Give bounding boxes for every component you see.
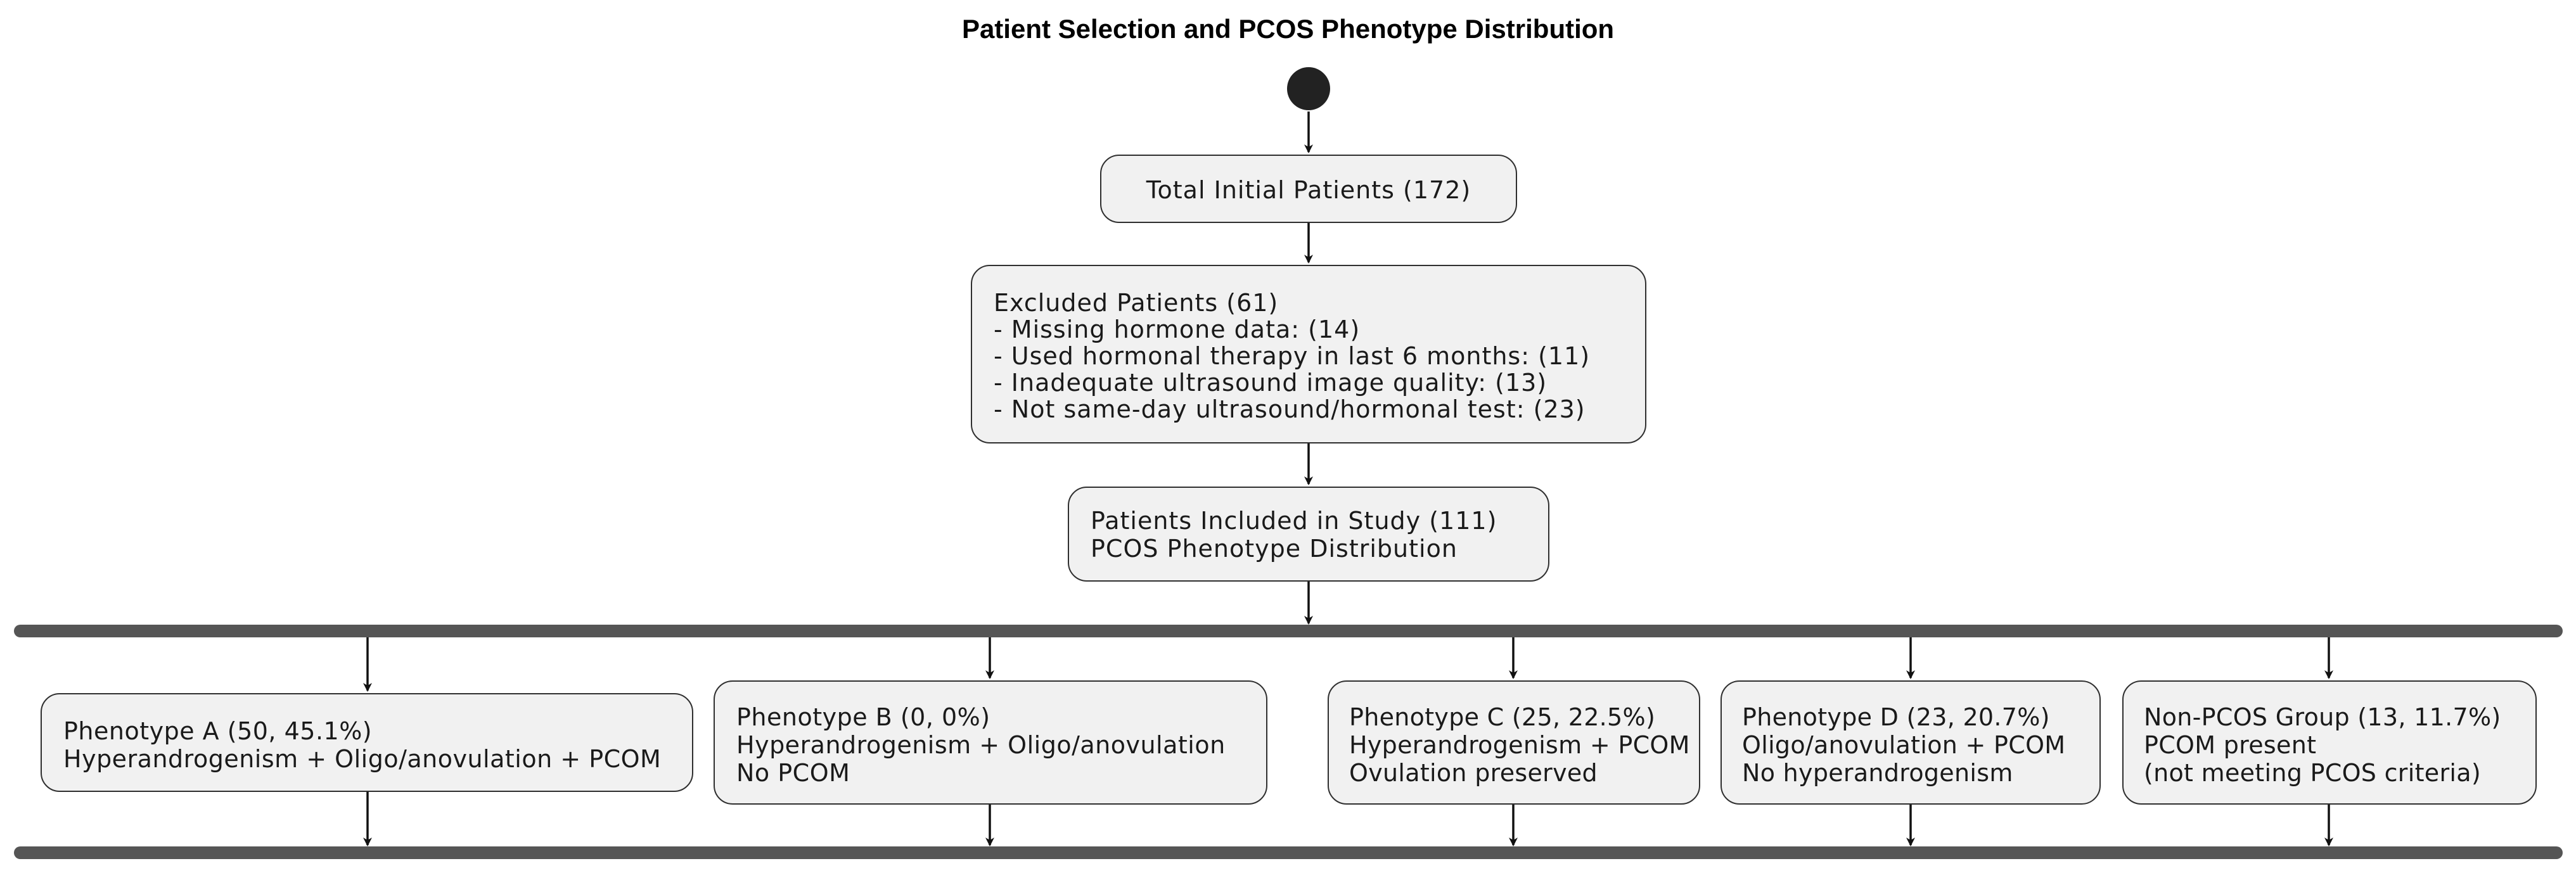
node-phenotype-b-line-2: Hyperandrogenism + Oligo/anovulation [736,731,1226,759]
node-excluded-line-5: - Not same-day ultrasound/hormonal test:… [994,395,1586,423]
node-phenotype-b: Phenotype B (0, 0%) Hyperandrogenism + O… [714,680,1267,805]
diagram-title: Patient Selection and PCOS Phenotype Dis… [961,14,1615,44]
node-non-pcos-line-2: PCOM present [2144,731,2317,759]
node-excluded-line-2: - Missing hormone data: (14) [994,316,1361,343]
fork-bar [14,625,2563,637]
node-excluded-line-1: Excluded Patients (61) [994,289,1279,317]
node-non-pcos-group: Non-PCOS Group (13, 11.7%) PCOM present … [2122,680,2537,805]
node-total-initial-patients: Total Initial Patients (172) [1100,155,1517,223]
node-phenotype-c-line-3: Ovulation preserved [1349,759,1598,787]
node-phenotype-b-line-1: Phenotype B (0, 0%) [736,703,990,731]
node-phenotype-a-line-1: Phenotype A (50, 45.1%) [63,717,373,745]
node-excluded-patients: Excluded Patients (61) - Missing hormone… [971,265,1646,443]
node-phenotype-a: Phenotype A (50, 45.1%) Hyperandrogenism… [41,693,693,792]
node-phenotype-b-line-3: No PCOM [736,759,850,787]
node-phenotype-c: Phenotype C (25, 22.5%) Hyperandrogenism… [1328,680,1700,805]
node-non-pcos-line-1: Non-PCOS Group (13, 11.7%) [2144,703,2501,731]
node-excluded-line-4: - Inadequate ultrasound image quality: (… [994,369,1548,397]
start-node [1287,67,1330,110]
node-phenotype-c-line-1: Phenotype C (25, 22.5%) [1349,703,1656,731]
node-included-line-2: PCOS Phenotype Distribution [1091,535,1458,563]
node-patients-included: Patients Included in Study (111) PCOS Ph… [1068,487,1549,582]
node-phenotype-d-line-3: No hyperandrogenism [1742,759,2013,787]
node-included-line-1: Patients Included in Study (111) [1091,507,1497,535]
node-phenotype-a-line-2: Hyperandrogenism + Oligo/anovulation + P… [63,745,662,773]
node-total-line-1: Total Initial Patients (172) [1146,176,1471,204]
node-phenotype-c-line-2: Hyperandrogenism + PCOM [1349,731,1690,759]
node-excluded-line-3: - Used hormonal therapy in last 6 months… [994,342,1591,370]
node-phenotype-d: Phenotype D (23, 20.7%) Oligo/anovulatio… [1721,680,2101,805]
node-phenotype-d-line-1: Phenotype D (23, 20.7%) [1742,703,2050,731]
node-non-pcos-line-3: (not meeting PCOS criteria) [2144,759,2481,787]
node-phenotype-d-line-2: Oligo/anovulation + PCOM [1742,731,2066,759]
join-bar [14,846,2563,859]
